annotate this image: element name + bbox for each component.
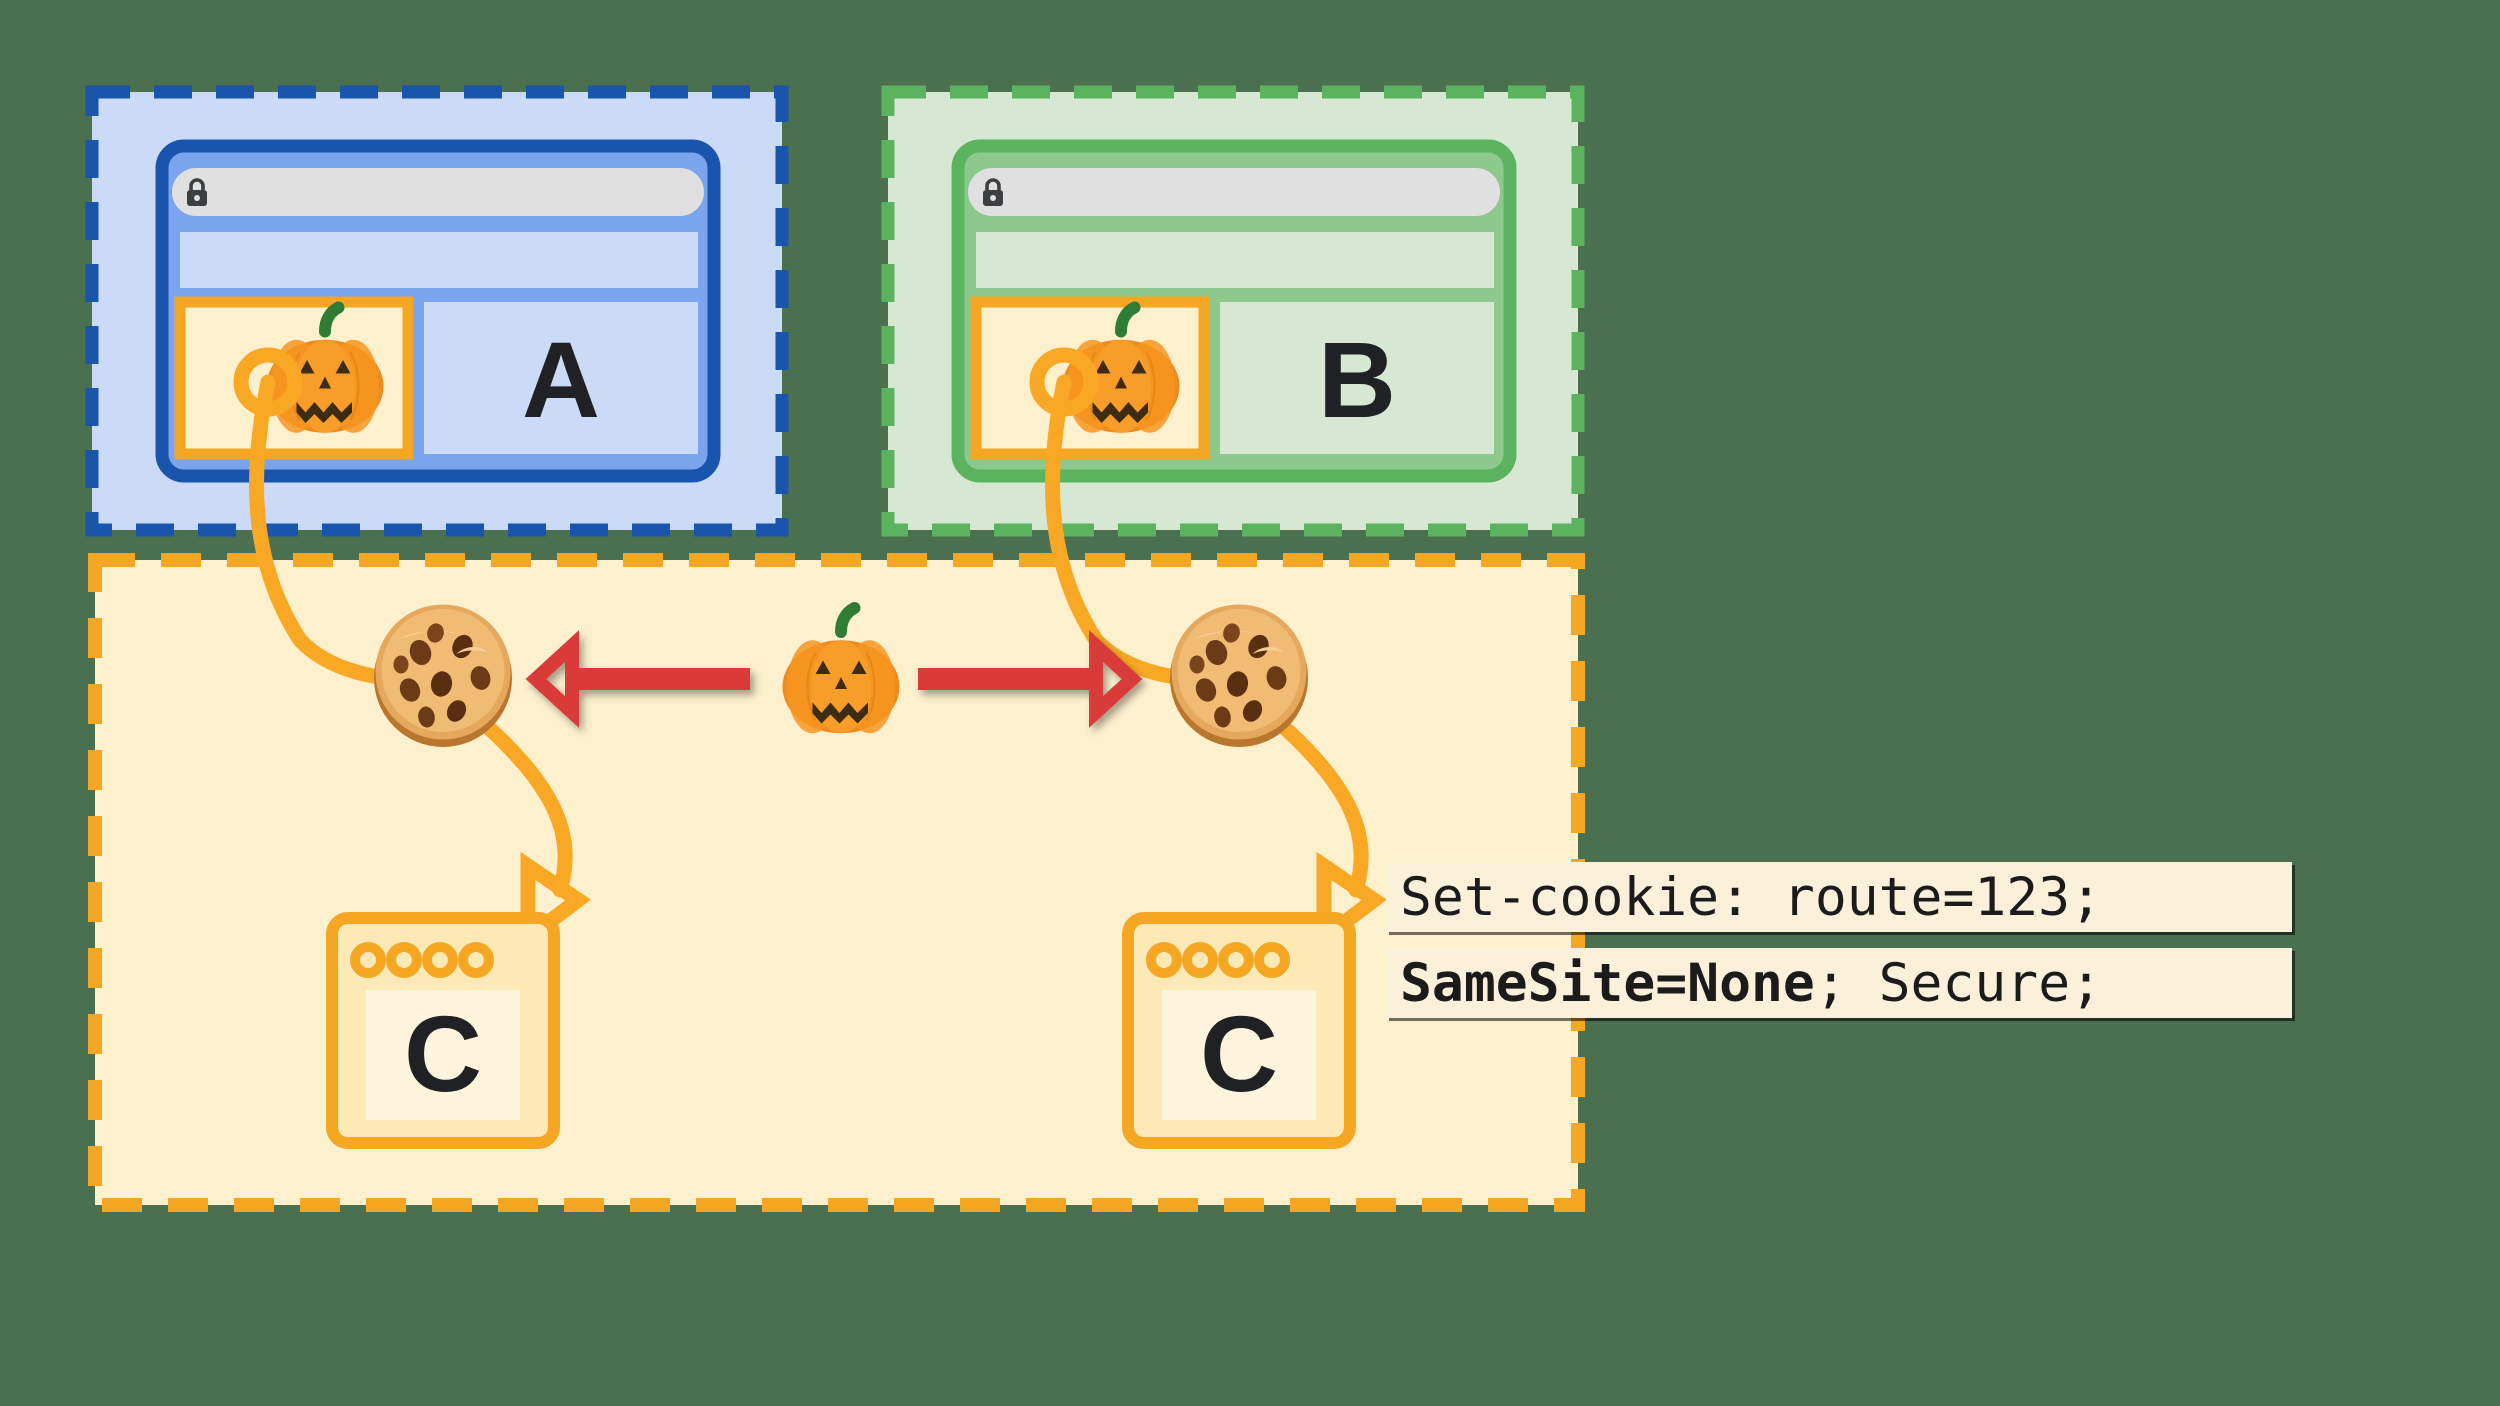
server-c-left-screen	[366, 990, 520, 1120]
site-a-content-strip	[180, 232, 698, 288]
double-arrow-icon	[525, 630, 1143, 728]
server-window-dots	[350, 942, 494, 978]
connector-start-ring	[1029, 347, 1099, 417]
site-b-letter-panel	[1220, 302, 1494, 454]
connector-b-to-cookie-right	[1029, 347, 1224, 688]
server-window-dots	[1146, 942, 1290, 978]
server-c-left-label: C	[404, 993, 482, 1114]
cookie-icon	[374, 604, 512, 747]
site-b-label: B	[1318, 319, 1396, 440]
site-a-letter-panel	[424, 302, 698, 454]
lock-icon	[983, 178, 1003, 206]
site-b-container	[881, 85, 1585, 537]
server-c-left	[326, 912, 560, 1149]
set-cookie-directive: Set-cookie: route=123;	[1400, 866, 2102, 928]
lock-icon	[187, 178, 207, 206]
server-c-right	[1122, 912, 1356, 1149]
site-b-url-bar[interactable]	[968, 168, 1500, 216]
set-cookie-line-1: Set-cookie: route=123;	[1386, 862, 2292, 932]
samesite-none-attribute: SameSite=None	[1400, 952, 1815, 1014]
site-a-container	[85, 85, 789, 537]
connector-start-ring	[233, 347, 303, 417]
server-c-right-screen	[1162, 990, 1316, 1120]
site-a-label: A	[522, 319, 600, 440]
server-c-right-label: C	[1200, 993, 1278, 1114]
set-cookie-line-2: SameSite=None; Secure;	[1386, 948, 2292, 1018]
connector-a-to-cookie-left	[233, 347, 428, 688]
site-b-content-strip	[976, 232, 1494, 288]
cookie-icon	[1170, 604, 1308, 747]
secure-attribute: ; Secure;	[1814, 952, 2103, 1014]
site-a-url-bar[interactable]	[172, 168, 704, 216]
